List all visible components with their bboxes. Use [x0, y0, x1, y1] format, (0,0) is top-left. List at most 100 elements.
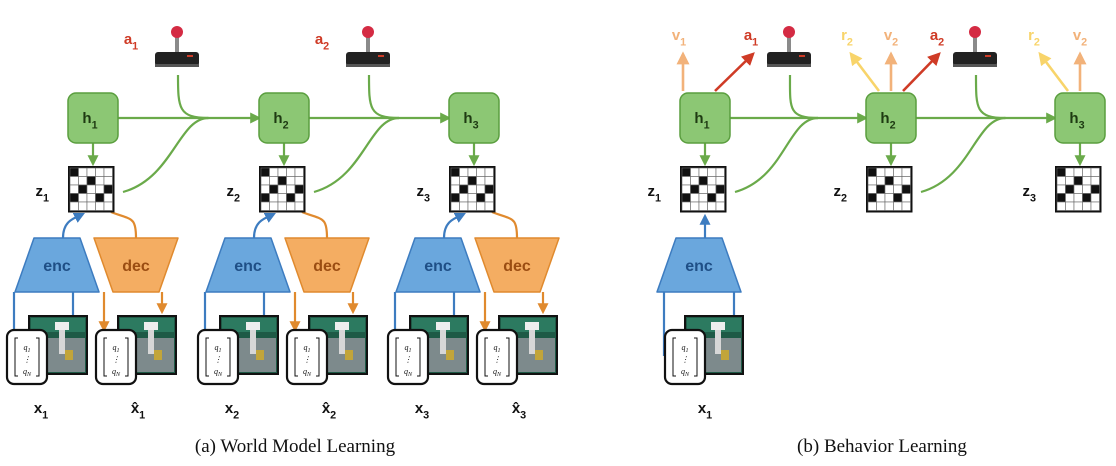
a-x2-observation-vector-qn: qN	[214, 367, 223, 378]
a-x1-observation-vector-q1: q1	[24, 343, 31, 354]
a-xhat2-reconstruction-vector-dots: ⋮	[303, 355, 311, 364]
a-h2-node: h2	[258, 92, 310, 144]
b-output-arrow-3	[849, 51, 881, 92]
b-output-r2-label-6: r2	[1028, 27, 1040, 48]
b-h3-node: h3	[1054, 92, 1106, 144]
a-action-merge-1	[176, 74, 209, 120]
b-x1-label: x1	[698, 400, 712, 421]
b-h3-node-label: h3	[1069, 110, 1084, 131]
b-action-merge-1	[788, 74, 819, 120]
a-z1-grid-icon	[68, 166, 115, 213]
a-x1-observation-vector: q1⋮qN	[5, 328, 49, 386]
a-x2-observation-vector-dots: ⋮	[214, 355, 222, 364]
b-enc1-encoder: enc	[656, 237, 742, 293]
a-enc-to-z-2	[252, 213, 276, 239]
a-dec1-decoder-label: dec	[122, 258, 150, 275]
a-enc-to-z-3	[442, 213, 466, 239]
a-xhat2-reconstruction-vector-q1: q1	[304, 343, 311, 354]
b-z-merge-1	[734, 116, 819, 194]
a-h2-node-box	[258, 92, 310, 144]
b-output-arrow-2	[714, 52, 755, 92]
a-dec2-decoder-label: dec	[313, 258, 341, 275]
b-x1-observation-vector-q1: q1	[682, 343, 689, 354]
caption-behavior-learning: (b) Behavior Learning	[797, 436, 967, 457]
a-xhat2-label: x̂2	[322, 400, 336, 421]
b-z-merge-2	[920, 116, 1006, 194]
a-h1-node: h1	[67, 92, 119, 144]
a-z-to-dec-3	[491, 210, 519, 239]
b-enc1-encoder-label: enc	[685, 258, 713, 275]
b-h3-node-box	[1054, 92, 1106, 144]
a-h3-node: h3	[448, 92, 500, 144]
b-output-a2-label-5: a2	[930, 27, 944, 48]
b-output-r2-label-3: r2	[841, 27, 853, 48]
a-xhat3-reconstruction-vector: q1⋮ qN	[475, 328, 519, 386]
a-x2-observation-vector: q1⋮qN	[196, 328, 240, 386]
a-a2-joystick-icon	[346, 26, 390, 67]
a-a1-joystick-icon	[155, 26, 199, 67]
b-z1-grid-icon	[680, 166, 727, 213]
a-xhat2-reconstruction-vector-qn: qN	[303, 367, 312, 378]
b-z3-grid-icon	[1055, 166, 1102, 213]
b-h1-node-label: h1	[694, 110, 709, 131]
a-z3-label: z3	[416, 183, 430, 204]
b-output-a1-label-2: a1	[744, 27, 758, 48]
b-h1-node: h1	[679, 92, 731, 144]
a-xhat2-reconstruction-vector: q1⋮ qN	[285, 328, 329, 386]
a-z1-label: z1	[35, 183, 49, 204]
a-z2-label: z2	[226, 183, 240, 204]
a-h3-node-box	[448, 92, 500, 144]
b-z2-label: z2	[833, 183, 847, 204]
a-enc1-encoder-label: enc	[43, 258, 71, 275]
a-dec1-decoder: dec	[93, 237, 179, 293]
a-xhat1-reconstruction-vector: q1⋮ qN	[94, 328, 138, 386]
b-joystick-2-icon	[953, 26, 997, 67]
a-x2-label: x2	[225, 400, 239, 421]
b-output-v1-label-1: v1	[672, 27, 686, 48]
a-xhat1-reconstruction-vector-q1: q1	[113, 343, 120, 354]
a-enc-to-z-1	[61, 213, 85, 239]
a-x1-label: x1	[34, 400, 48, 421]
a-x3-observation-vector: q1⋮qN	[386, 328, 430, 386]
a-x3-observation-vector-dots: ⋮	[404, 355, 412, 364]
a-action-merge-2	[367, 74, 400, 120]
b-action-merge-2	[974, 74, 1006, 120]
a-dec3-decoder-label: dec	[503, 258, 531, 275]
connection-arrows	[12, 51, 1087, 356]
b-output-arrow-6	[1038, 51, 1070, 92]
a-xhat1-label: x̂1	[131, 400, 145, 421]
a-dec3-decoder: dec	[474, 237, 560, 293]
a-z2-grid-icon	[259, 166, 306, 213]
a-z-merge-1	[122, 116, 209, 194]
b-h2-node-label: h2	[880, 110, 895, 131]
a-xhat1-reconstruction-vector-dots: ⋮	[112, 355, 120, 364]
caption-world-model-learning: (a) World Model Learning	[195, 436, 396, 457]
b-x1-observation-vector: q1⋮ qN	[663, 328, 707, 386]
a-enc1-encoder: enc	[14, 237, 100, 293]
b-z1-label: z1	[647, 183, 661, 204]
a-enc3-encoder-label: enc	[424, 258, 452, 275]
a-a2-label: a2	[315, 31, 329, 52]
a-h3-node-label: h3	[463, 110, 478, 131]
b-joystick-1-icon	[767, 26, 811, 67]
b-x1-observation-vector-dots: ⋮	[681, 355, 689, 364]
a-x3-observation-vector-q1: q1	[405, 343, 412, 354]
a-xhat1-reconstruction-vector-qn: qN	[112, 367, 121, 378]
a-z-to-dec-2	[301, 210, 329, 239]
b-output-v2-label-4: v2	[884, 27, 898, 48]
a-xhat3-reconstruction-vector-dots: ⋮	[493, 355, 501, 364]
a-xhat3-reconstruction-vector-qn: qN	[493, 367, 502, 378]
b-h1-node-box	[679, 92, 731, 144]
a-xhat3-reconstruction-vector-q1: q1	[494, 343, 501, 354]
a-h1-node-box	[67, 92, 119, 144]
b-h2-node-box	[865, 92, 917, 144]
a-xhat3-label: x̂3	[512, 400, 526, 421]
a-x1-observation-vector-dots: ⋮	[23, 355, 31, 364]
a-dec2-decoder: dec	[284, 237, 370, 293]
a-enc2-encoder-label: enc	[234, 258, 262, 275]
a-h2-node-label: h2	[273, 110, 288, 131]
b-z2-grid-icon	[866, 166, 913, 213]
b-x1-observation-vector-qn: qN	[681, 367, 690, 378]
a-h1-node-label: h1	[82, 110, 97, 131]
